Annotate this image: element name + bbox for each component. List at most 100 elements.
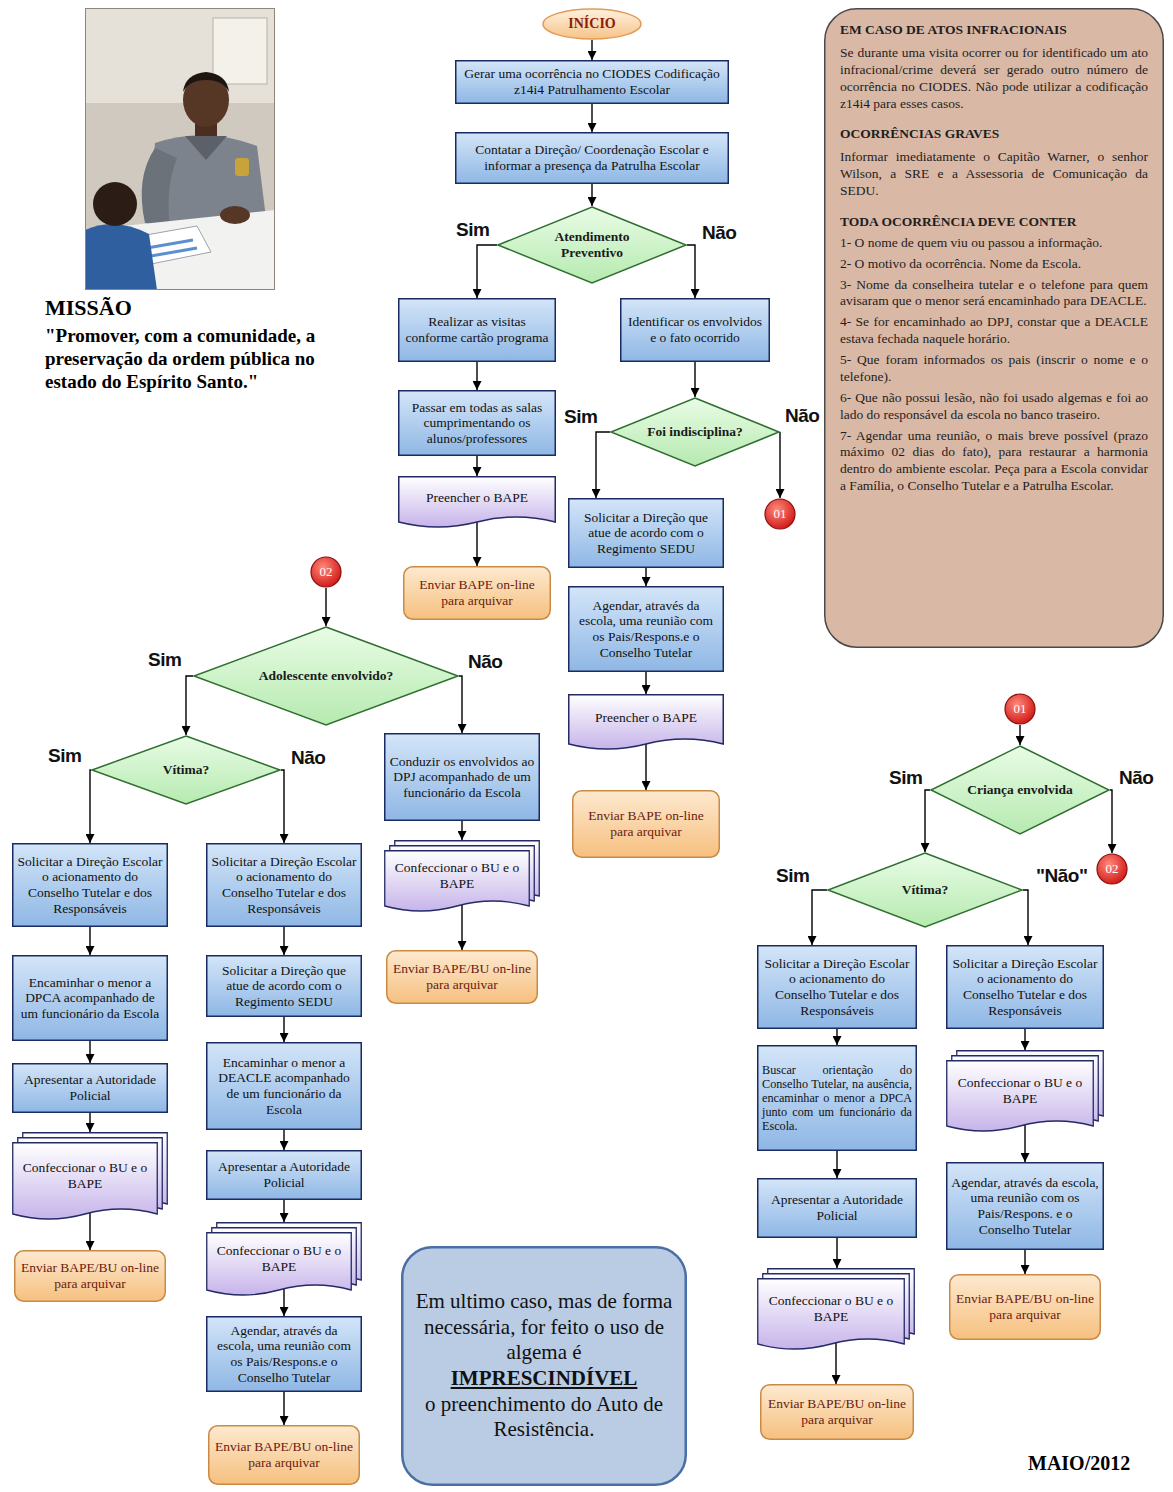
shape-outline xyxy=(569,499,724,568)
flow-arrow xyxy=(283,1017,284,1042)
node-text: Agendar, através da escola, uma reunião … xyxy=(951,1175,1099,1237)
text-holder: Adolescente envolvido? xyxy=(246,668,406,684)
mission-statement: "Promover, com a comunidade, a preservaç… xyxy=(45,324,337,394)
process-box: Realizar as visitas conforme cartão prog… xyxy=(398,298,556,362)
process-box: Identificar os envolvidos e o fato ocorr… xyxy=(620,298,770,362)
text-holder: Passar em todas as salas cumprimentando … xyxy=(403,400,551,447)
node-text: Confeccionar o BU e o BAPE xyxy=(389,860,525,891)
flow-arrow xyxy=(283,927,284,955)
flow-arrow xyxy=(89,1113,90,1132)
text-holder: Apresentar a Autoridade Policial xyxy=(17,1072,163,1103)
flow-arrow xyxy=(1023,890,1028,945)
flow-arrow xyxy=(461,821,462,840)
text-holder: Atendimento Preventivo xyxy=(535,229,649,260)
node-text: Buscar orientação do Conselho Tutelar, n… xyxy=(762,1063,912,1133)
node-text: Criança envolvida xyxy=(966,782,1074,798)
node-text: 02 xyxy=(1096,862,1128,877)
flow-arrow xyxy=(835,1343,836,1384)
text-holder: Vítima? xyxy=(866,882,984,898)
node-text: Enviar BAPE/BU on-line para arquivar xyxy=(955,1291,1095,1322)
child-shirt xyxy=(85,224,157,290)
text-holder: Preencher o BAPE xyxy=(403,490,551,506)
process-box: Solicitar a Direção que atue de acordo c… xyxy=(568,498,724,568)
text-holder: Preencher o BAPE xyxy=(573,710,719,726)
connector-circle: 01 xyxy=(764,498,796,530)
officer-photo xyxy=(85,8,275,290)
decision-diamond: Vítima? xyxy=(91,735,281,805)
node-text: Gerar uma ocorrência no CIODES Codificaç… xyxy=(460,66,724,97)
flow-arrow xyxy=(836,1029,837,1045)
decision-diamond: Adolescente envolvido? xyxy=(193,626,459,726)
shape-outline xyxy=(456,61,729,104)
node-text: Vítima? xyxy=(866,882,984,898)
node-text: Enviar BAPE/BU on-line para arquivar xyxy=(766,1396,908,1427)
process-box: Agendar, através da escola, uma reunião … xyxy=(946,1162,1104,1250)
flow-arrow xyxy=(687,245,695,298)
flow-arrow xyxy=(591,104,592,132)
connector-circle: 02 xyxy=(1096,853,1128,885)
node-text: Enviar BAPE/BU on-line para arquivar xyxy=(392,961,532,992)
shape-outline xyxy=(569,587,724,672)
text-holder: Criança envolvida xyxy=(966,782,1074,798)
text-holder: Realizar as visitas conforme cartão prog… xyxy=(403,314,551,345)
node-text: Solicitar a Direção que atue de acordo c… xyxy=(211,963,357,1010)
text-holder: 02 xyxy=(310,565,342,580)
branch-label: "Não" xyxy=(1036,864,1087,887)
branch-label: Não xyxy=(1119,766,1153,789)
process-box: Gerar uma ocorrência no CIODES Codificaç… xyxy=(455,60,729,104)
flow-arrow xyxy=(476,362,477,390)
flow-arrow xyxy=(89,1041,90,1063)
node-text: Foi indisciplina? xyxy=(644,424,746,440)
branch-label: Sim xyxy=(148,648,181,671)
text-holder: Solicitar a Direção Escolar o acionament… xyxy=(17,854,163,916)
text-holder: Enviar BAPE on-line para arquivar xyxy=(409,577,545,608)
shape-outline xyxy=(761,1385,914,1440)
shape-outline xyxy=(828,853,1022,927)
flow-arrow xyxy=(645,568,646,586)
decision-diamond: Criança envolvida xyxy=(930,745,1110,835)
node-text: Adolescente envolvido? xyxy=(246,668,406,684)
officer-badge xyxy=(235,158,249,176)
shape-outline xyxy=(947,1163,1104,1250)
shape-outline xyxy=(758,1046,917,1151)
text-holder: 01 xyxy=(764,507,796,522)
shape-outline xyxy=(543,9,641,39)
text-holder: Foi indisciplina? xyxy=(644,424,746,440)
node-text: Apresentar a Autoridade Policial xyxy=(762,1192,912,1223)
process-box: Agendar, através da escola, uma reunião … xyxy=(206,1316,362,1392)
node-text: Enviar BAPE on-line para arquivar xyxy=(578,808,714,839)
node-text: Em ultimo caso, mas de forma necessária,… xyxy=(415,1289,673,1366)
node-text: Apresentar a Autoridade Policial xyxy=(17,1072,163,1103)
child-head xyxy=(93,182,137,226)
text-holder: EM CASO DE ATOS INFRACIONAISSe durante u… xyxy=(840,22,1148,495)
text-holder: Apresentar a Autoridade Policial xyxy=(762,1192,912,1223)
node-text: o preenchimento do Auto de Resistência. xyxy=(415,1392,673,1443)
node-text: Passar em todas as salas cumprimentando … xyxy=(403,400,551,447)
shape-outline xyxy=(194,627,458,725)
text-holder: Solicitar a Direção que atue de acordo c… xyxy=(573,510,719,557)
flow-arrow xyxy=(925,790,930,852)
photo-poster xyxy=(213,18,267,84)
flow-arrow xyxy=(645,743,646,790)
flow-arrow xyxy=(459,676,462,733)
process-box: Apresentar a Autoridade Policial xyxy=(206,1150,362,1200)
text-holder: Contatar a Direção/ Coordenação Escolar … xyxy=(460,142,724,173)
shape-outline xyxy=(387,951,538,1004)
node-text: TODA OCORRÊNCIA DEVE CONTER xyxy=(840,214,1148,231)
node-text: Solicitar a Direção que atue de acordo c… xyxy=(573,510,719,557)
text-holder: Enviar BAPE/BU on-line para arquivar xyxy=(392,961,532,992)
shape-outline xyxy=(1005,694,1035,724)
flow-arrow xyxy=(1019,725,1020,745)
text-holder: Encaminhar o menor a DEACLE acompanhado … xyxy=(211,1055,357,1117)
multi-document-shape: Confeccionar o BU e o BAPE xyxy=(12,1132,168,1224)
text-holder: Em ultimo caso, mas de forma necessária,… xyxy=(415,1289,673,1443)
node-text: Informar imediatamente o Capitão Warner,… xyxy=(840,149,1148,200)
mission-heading: MISSÃO xyxy=(45,296,132,320)
flow-arrow xyxy=(283,1200,284,1222)
node-text: EM CASO DE ATOS INFRACIONAIS xyxy=(840,22,1148,39)
flow-arrow xyxy=(477,245,497,298)
officer-hand xyxy=(220,206,250,224)
shape-outline xyxy=(385,734,540,821)
flow-arrow xyxy=(779,432,780,498)
process-box: Apresentar a Autoridade Policial xyxy=(12,1063,168,1113)
